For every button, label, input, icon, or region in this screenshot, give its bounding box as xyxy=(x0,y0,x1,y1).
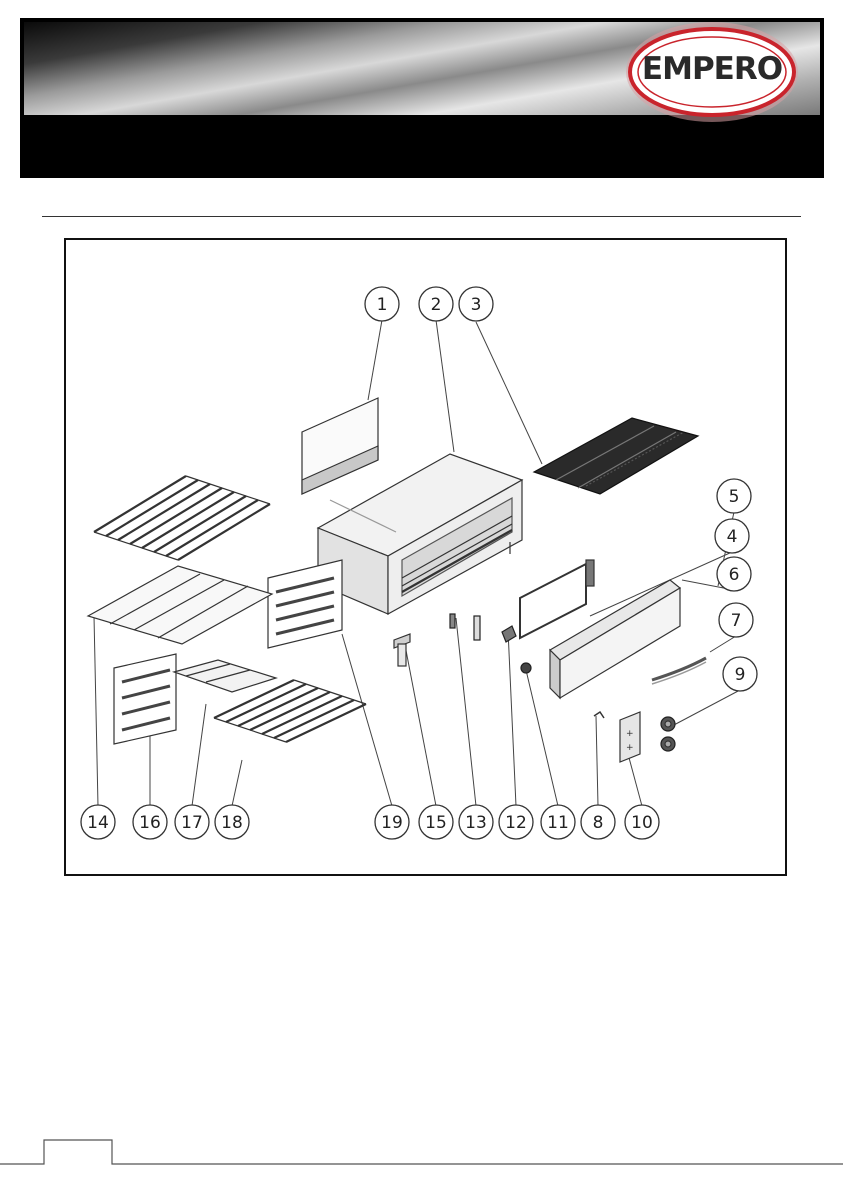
callout-number: 10 xyxy=(631,813,653,833)
logo-text: EMPERO xyxy=(624,42,800,92)
part-back-panel xyxy=(302,398,378,494)
part-upper-heating-elements xyxy=(94,476,270,560)
part-lower-heater-shield xyxy=(114,654,176,744)
part-control-panel: + + xyxy=(620,712,640,762)
part-clip xyxy=(594,712,604,718)
part-terminals xyxy=(450,614,480,640)
callout-number: 12 xyxy=(505,813,527,833)
exploded-parts-drawing: + + xyxy=(66,240,785,874)
callout-number: 6 xyxy=(729,565,740,585)
callout-6: 6 xyxy=(717,557,751,591)
svg-text:+: + xyxy=(626,729,634,739)
part-reflector-sheet xyxy=(88,566,272,644)
callout-18: 18 xyxy=(215,805,249,839)
callout-number: 11 xyxy=(547,813,569,833)
callout-number: 14 xyxy=(87,813,109,833)
header-title-band xyxy=(20,115,824,178)
part-switch xyxy=(521,663,531,673)
callout-number: 17 xyxy=(181,813,203,833)
callout-number: 5 xyxy=(729,487,740,507)
callout-11: 11 xyxy=(541,805,575,839)
callout-8: 8 xyxy=(581,805,615,839)
page-footer xyxy=(0,1138,843,1192)
exploded-view-frame: + + xyxy=(64,238,787,876)
part-wire-rack xyxy=(534,418,698,494)
part-deflector-tray xyxy=(174,660,276,692)
callout-number: 15 xyxy=(425,813,447,833)
callout-number: 7 xyxy=(731,611,742,631)
callout-19: 19 xyxy=(375,805,409,839)
svg-text:+: + xyxy=(626,743,634,753)
callout-5: 5 xyxy=(717,479,751,513)
part-door-frame xyxy=(520,564,586,638)
callout-14: 14 xyxy=(81,805,115,839)
callout-number: 16 xyxy=(139,813,161,833)
part-front-heater-shield xyxy=(268,560,342,648)
callout-12: 12 xyxy=(499,805,533,839)
footer-tab-line xyxy=(0,1138,843,1192)
callout-number: 13 xyxy=(465,813,487,833)
part-door-hinge xyxy=(586,560,594,586)
part-control-knobs xyxy=(661,717,675,751)
callout-4: 4 xyxy=(715,519,749,553)
callout-number: 2 xyxy=(431,295,442,315)
callout-number: 3 xyxy=(471,295,482,315)
callout-17: 17 xyxy=(175,805,209,839)
callout-2: 2 xyxy=(419,287,453,321)
callout-3: 3 xyxy=(459,287,493,321)
callout-16: 16 xyxy=(133,805,167,839)
part-oven-housing xyxy=(318,454,522,614)
callout-number: 9 xyxy=(735,665,746,685)
callout-15: 15 xyxy=(419,805,453,839)
section-divider xyxy=(42,216,801,217)
callout-number: 4 xyxy=(727,527,738,547)
callout-number: 18 xyxy=(221,813,243,833)
part-bracket xyxy=(502,626,516,642)
callout-number: 1 xyxy=(377,295,388,315)
empero-logo: EMPERO xyxy=(624,20,800,124)
callout-7: 7 xyxy=(719,603,753,637)
callout-10: 10 xyxy=(625,805,659,839)
callout-number: 8 xyxy=(593,813,604,833)
callout-number: 19 xyxy=(381,813,403,833)
callout-13: 13 xyxy=(459,805,493,839)
callout-9: 9 xyxy=(723,657,757,691)
part-door-handle xyxy=(652,658,706,684)
callout-1: 1 xyxy=(365,287,399,321)
